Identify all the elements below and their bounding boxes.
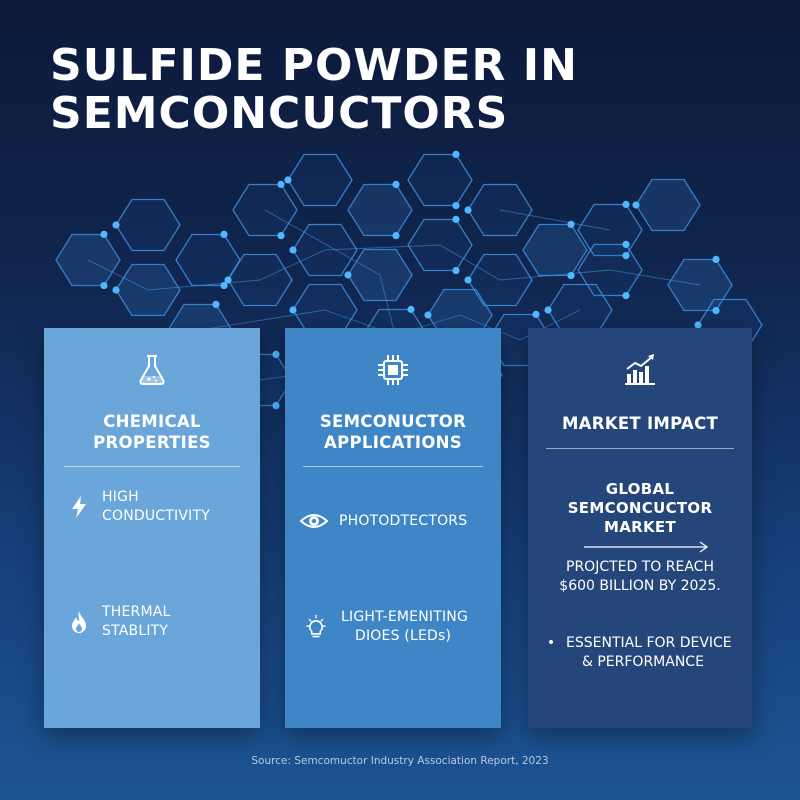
- network-link: [609, 269, 701, 286]
- network-node: [452, 150, 460, 158]
- network-node: [392, 180, 400, 188]
- network-link: [439, 244, 501, 281]
- network-node: [712, 307, 720, 315]
- network-node: [100, 282, 108, 290]
- network-hexagon: [407, 153, 473, 207]
- network-node: [694, 321, 702, 329]
- market-bullet: • ESSENTIAL FOR DEVICE & PERFORMANCE: [542, 634, 732, 672]
- network-node: [452, 202, 460, 210]
- network-node: [464, 276, 472, 284]
- chemical-properties-card: CHEMICAL PROPERTIES HIGH CONDUCTIVITY TH…: [44, 328, 260, 728]
- network-hexagon: [522, 223, 588, 277]
- market-projection: PROJCTED TO REACH $600 BILLION BY 2025.: [559, 559, 721, 594]
- market-impact-card: MARKET IMPACT GLOBAL SEMCONCUCTOR MARKET…: [528, 328, 752, 728]
- network-node: [224, 276, 232, 284]
- divider: [546, 448, 734, 449]
- bar-chart-icon: [625, 354, 655, 385]
- network-link: [259, 249, 326, 281]
- network-node: [452, 267, 460, 275]
- network-link: [324, 244, 441, 251]
- network-node: [289, 246, 297, 254]
- network-node: [212, 300, 220, 308]
- eye-icon: [299, 514, 329, 528]
- network-node: [277, 232, 285, 240]
- item-label: DIOES (LEDs): [355, 628, 452, 644]
- network-node: [622, 240, 630, 248]
- network-link: [499, 269, 611, 281]
- market-subhead: GLOBAL SEMCONCUCTOR MARKET: [567, 480, 713, 536]
- card-title: CHEMICAL PROPERTIES: [93, 412, 211, 452]
- network-node: [100, 230, 108, 238]
- network-node: [220, 282, 228, 290]
- item-label: PHOTODTECTORS: [339, 512, 468, 529]
- network-link: [87, 259, 149, 291]
- network-node: [544, 306, 552, 314]
- network-node: [452, 215, 460, 223]
- network-node: [424, 311, 432, 319]
- network-link: [459, 314, 521, 341]
- list-item-photodetectors: PHOTODTECTORS: [299, 508, 467, 534]
- flask-icon: [139, 355, 165, 385]
- arrow-right-icon: [584, 541, 709, 553]
- network-node: [344, 271, 352, 279]
- network-hexagon: [115, 198, 181, 252]
- network-node: [532, 310, 540, 318]
- lightbulb-icon: [306, 614, 326, 638]
- network-link: [379, 274, 396, 336]
- item-label: STABLITY: [102, 623, 169, 639]
- source-footnote: Source: Semcomuctor Industry Association…: [251, 755, 549, 767]
- item-label: LIGHT-EMENITING: [341, 609, 468, 625]
- network-node: [272, 402, 280, 410]
- network-node: [632, 201, 640, 209]
- lightning-icon: [72, 496, 86, 518]
- divider: [303, 466, 483, 467]
- bullet-dot: •: [546, 635, 556, 651]
- network-node: [567, 220, 575, 228]
- network-link: [199, 309, 326, 331]
- card-title: MARKET IMPACT: [561, 414, 719, 433]
- item-label: CONDUCTIVITY: [102, 508, 210, 524]
- network-link: [499, 209, 611, 231]
- title-line-2: SEMCONCUCTORS: [50, 88, 509, 139]
- network-node: [407, 305, 415, 313]
- network-node: [220, 230, 228, 238]
- network-node: [289, 306, 297, 314]
- network-link: [264, 209, 381, 276]
- flame-icon: [72, 611, 86, 633]
- network-link: [147, 279, 261, 291]
- card-title: SEMCONUCTOR APPLICATIONS: [319, 412, 467, 452]
- applications-card: SEMCONUCTOR APPLICATIONS PHOTODTECTORS L…: [285, 328, 501, 728]
- divider: [64, 466, 240, 467]
- network-node: [112, 286, 120, 294]
- list-item-conductivity: HIGH CONDUCTIVITY: [66, 488, 210, 526]
- network-node: [392, 232, 400, 240]
- network-node: [622, 200, 630, 208]
- network-hexagon: [635, 178, 701, 232]
- network-node: [622, 292, 630, 300]
- network-node: [112, 221, 120, 229]
- network-hexagon: [287, 153, 353, 207]
- network-node: [622, 252, 630, 260]
- item-label: THERMAL: [102, 604, 171, 620]
- network-node: [567, 272, 575, 280]
- chip-icon: [378, 355, 408, 385]
- item-label: HIGH: [102, 489, 139, 505]
- network-node: [464, 206, 472, 214]
- page-title: SULFIDE POWDER IN SEMCONCUCTORS: [50, 42, 750, 138]
- list-item-leds: LIGHT-EMENITING DIOES (LEDs): [301, 608, 468, 646]
- list-item-thermal: THERMAL STABLITY: [66, 603, 171, 641]
- title-line-1: SULFIDE POWDER IN: [50, 40, 578, 91]
- network-node: [284, 176, 292, 184]
- network-node: [272, 350, 280, 358]
- network-node: [712, 255, 720, 263]
- network-hexagon: [347, 183, 413, 237]
- network-node: [277, 180, 285, 188]
